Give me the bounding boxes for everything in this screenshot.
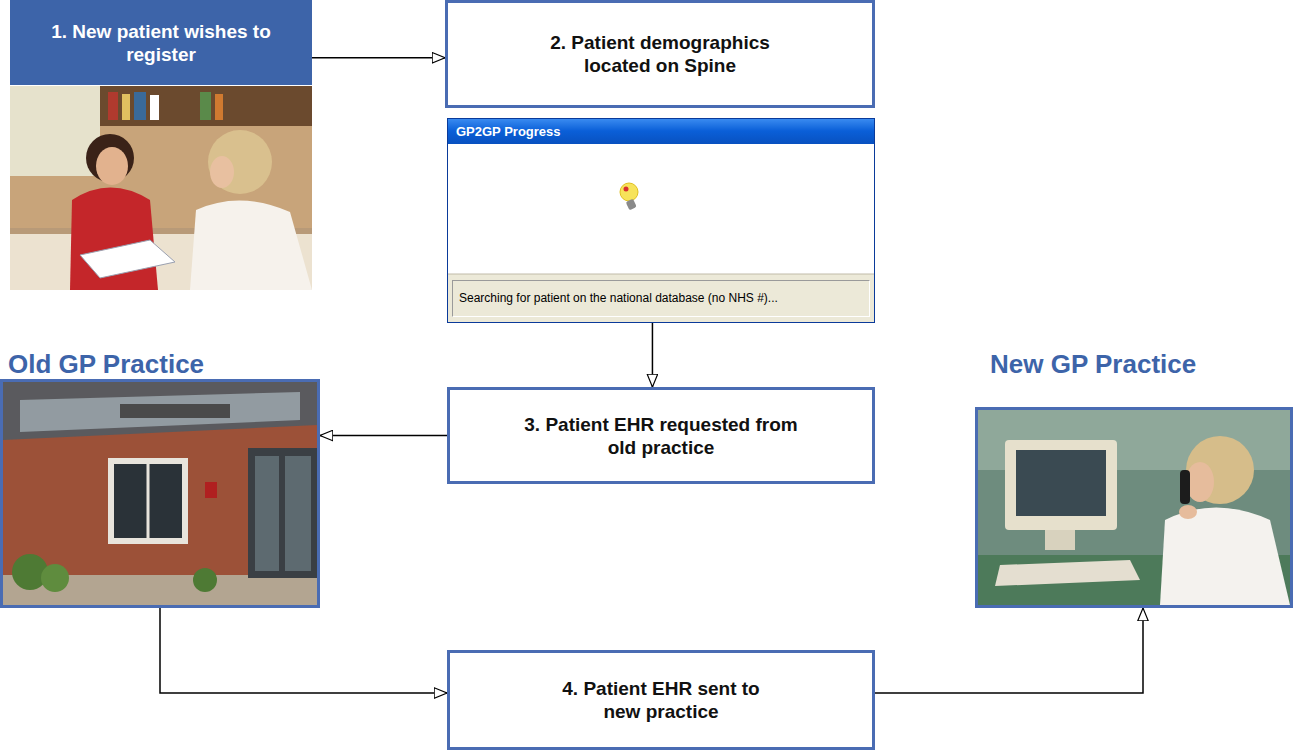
reception-desk-photo: [995, 560, 1140, 586]
reception-photo: [210, 156, 234, 188]
reception-photo: [96, 147, 128, 185]
reception-photo: [134, 92, 146, 120]
reception-desk-photo: [1160, 508, 1290, 606]
surgery-photo: [255, 456, 279, 571]
photo-frame: [0, 379, 320, 608]
reception-desk-photo: [1045, 530, 1075, 550]
surgery-photo: [193, 568, 217, 592]
reception-photo: [122, 94, 130, 120]
step-box: 3. Patient EHR requested from old practi…: [447, 387, 875, 484]
reception-photo: [190, 200, 312, 290]
flow-arrow: [875, 608, 1143, 693]
reception-desk-photo: [1186, 462, 1214, 502]
progress-window-chrome: [447, 118, 875, 323]
surgery-photo: [3, 382, 317, 605]
surgery-photo: [20, 392, 300, 432]
practice-heading: Old GP Practice: [8, 350, 320, 378]
progress-window-chrome: [447, 274, 875, 323]
reception-photo: [10, 86, 312, 290]
step-box: 4. Patient EHR sent to new practice: [447, 650, 875, 750]
reception-photo: [80, 240, 175, 278]
reception-desk-photo: [1005, 440, 1117, 530]
reception-photo: [108, 92, 118, 120]
reception-desk-photo: [978, 410, 1290, 605]
surgery-photo: [108, 458, 188, 544]
flow-arrow: [312, 57, 445, 59]
surgery-photo: [3, 382, 317, 440]
reception-desk-photo: [1179, 505, 1197, 519]
surgery-photo: [147, 464, 150, 538]
reception-photo: [208, 130, 272, 194]
practice-photo: New GP Practice: [975, 350, 1293, 608]
progress-window: GP2GP ProgressSearching for patient on t…: [447, 118, 875, 323]
step-label: 1. New patient wishes to register: [39, 20, 284, 66]
step-label: 2. Patient demographics located on Spine: [526, 31, 794, 77]
surgery-photo: [114, 464, 182, 538]
photo-frame: [975, 407, 1293, 608]
reception-photo: [215, 94, 223, 120]
reception-photo: [100, 86, 312, 126]
reception-photo: [200, 92, 211, 120]
surgery-photo: [120, 404, 230, 418]
surgery-photo: [205, 482, 217, 498]
surgery-photo: [3, 382, 317, 605]
reception-desk-photo: [1186, 436, 1254, 504]
step-label: 4. Patient EHR sent to new practice: [550, 677, 772, 723]
reception-desk-photo: [1180, 470, 1190, 504]
practice-heading: New GP Practice: [990, 350, 1293, 378]
step-box: 2. Patient demographics located on Spine: [445, 0, 875, 108]
flow-arrow: [320, 435, 447, 437]
surgery-photo: [248, 448, 317, 578]
flow-arrow: [160, 608, 447, 693]
reception-desk-photo: [978, 410, 1290, 605]
progress-window-chrome: [447, 118, 875, 323]
reception-photo: [150, 95, 159, 120]
practice-photo: Old GP Practice: [0, 350, 320, 608]
progress-window-chrome: [447, 118, 875, 144]
flow-arrow: [652, 323, 654, 387]
reception-photo: [10, 86, 312, 290]
lightbulb-icon: [626, 199, 637, 211]
reception-desk-photo: [1016, 450, 1106, 516]
status-text: Searching for patient on the national da…: [452, 280, 870, 317]
step-box: 1. New patient wishes to register: [10, 0, 312, 85]
progress-window-chrome: [447, 274, 875, 275]
surgery-photo: [41, 564, 69, 592]
lightbulb-icon: [624, 187, 629, 192]
lightbulb-icon: [620, 183, 638, 201]
step-label: 3. Patient EHR requested from old practi…: [522, 413, 800, 459]
window-title: GP2GP Progress: [448, 119, 874, 145]
surgery-photo: [285, 456, 311, 571]
lightbulb-icon: [620, 183, 638, 210]
